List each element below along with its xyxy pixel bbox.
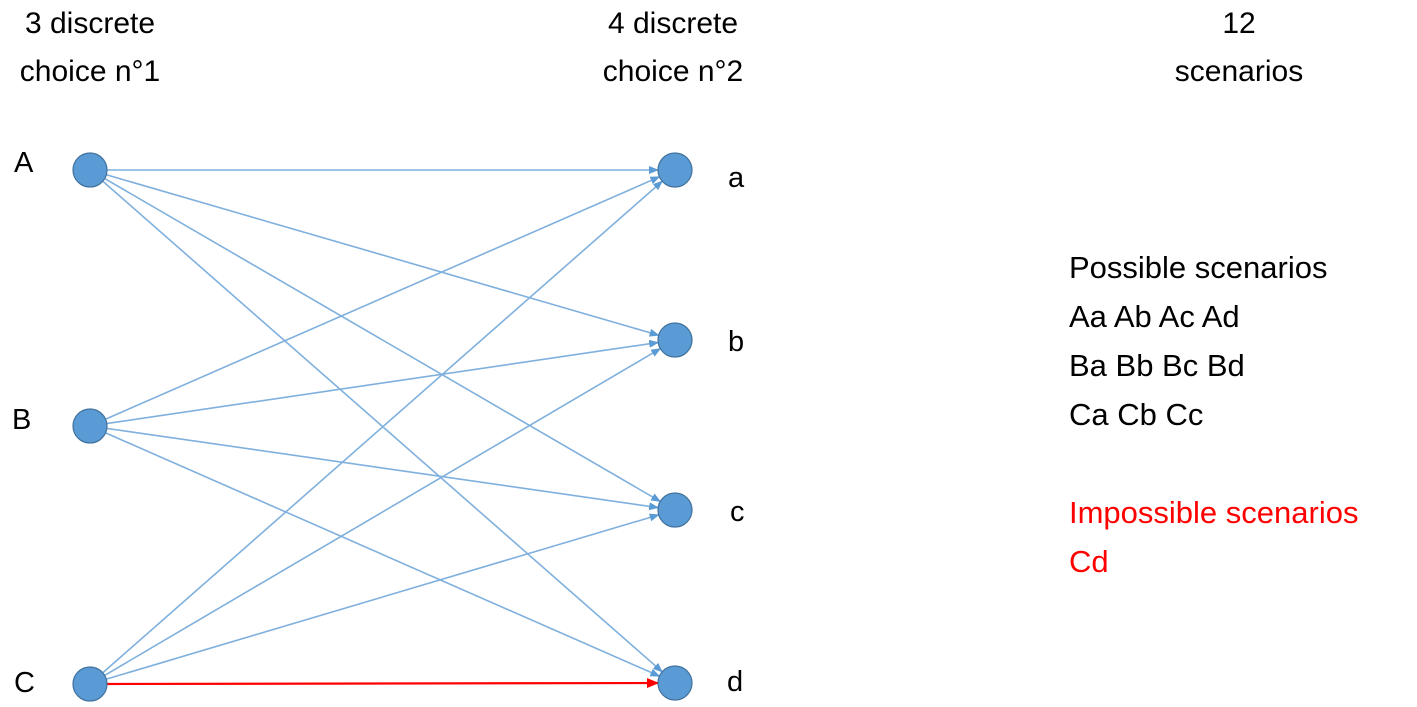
impossible-scenarios-title: Impossible scenarios <box>1069 495 1359 530</box>
node-A <box>72 152 108 188</box>
edge-B-a <box>102 176 661 422</box>
edges-layer <box>99 166 663 689</box>
header-choice-1-line-1: 3 discrete <box>24 7 156 40</box>
possible-scenarios: Possible scenarios Aa Ab Ac Ad Ba Bb Bc … <box>1069 243 1327 439</box>
node-C <box>72 666 108 702</box>
impossible-scenarios: Impossible scenarios Cd <box>1069 488 1358 586</box>
header-choice-2-line-2: choice n°2 <box>602 55 744 88</box>
node-b <box>657 322 693 358</box>
edge-C-c <box>103 513 660 681</box>
node-c <box>657 492 693 528</box>
header-choice-2: 4 discrete choice n°2 <box>580 0 766 96</box>
header-choice-1-line-2: choice n°1 <box>19 55 161 88</box>
edge-A-c <box>101 176 662 503</box>
node-label-B: B <box>12 404 32 436</box>
header-scenario-count: 12 scenarios <box>1144 0 1334 96</box>
header-scenario-count-line-2: scenarios <box>1174 55 1304 88</box>
node-label-d: d <box>727 666 744 698</box>
edge-B-d <box>102 430 661 677</box>
edge-C-b <box>101 347 662 678</box>
possible-scenarios-row: Ba Bb Bc Bd <box>1069 348 1245 383</box>
header-choice-2-line-1: 4 discrete <box>607 7 739 40</box>
node-B <box>72 408 108 444</box>
node-label-C: C <box>14 667 35 699</box>
node-a <box>657 152 693 188</box>
possible-scenarios-title: Possible scenarios <box>1069 250 1328 285</box>
edge-C-d-impossible <box>103 678 659 689</box>
node-label-A: A <box>14 147 34 179</box>
edge-C-a <box>99 180 663 676</box>
node-label-a: a <box>728 162 745 194</box>
nodes-layer <box>72 152 693 702</box>
header-scenario-count-line-1: 12 <box>1222 7 1256 40</box>
edge-A-b <box>103 173 660 337</box>
edge-B-b <box>103 339 660 425</box>
node-label-c: c <box>730 496 745 528</box>
node-label-b: b <box>728 326 745 358</box>
possible-scenarios-row: Aa Ab Ac Ad <box>1069 299 1240 334</box>
possible-scenarios-row: Ca Cb Cc <box>1069 397 1204 432</box>
edge-B-c <box>103 427 660 511</box>
header-choice-1: 3 discrete choice n°1 <box>0 0 180 96</box>
edge-A-d <box>99 178 663 673</box>
node-d <box>657 665 693 701</box>
impossible-scenarios-row: Cd <box>1069 544 1109 579</box>
